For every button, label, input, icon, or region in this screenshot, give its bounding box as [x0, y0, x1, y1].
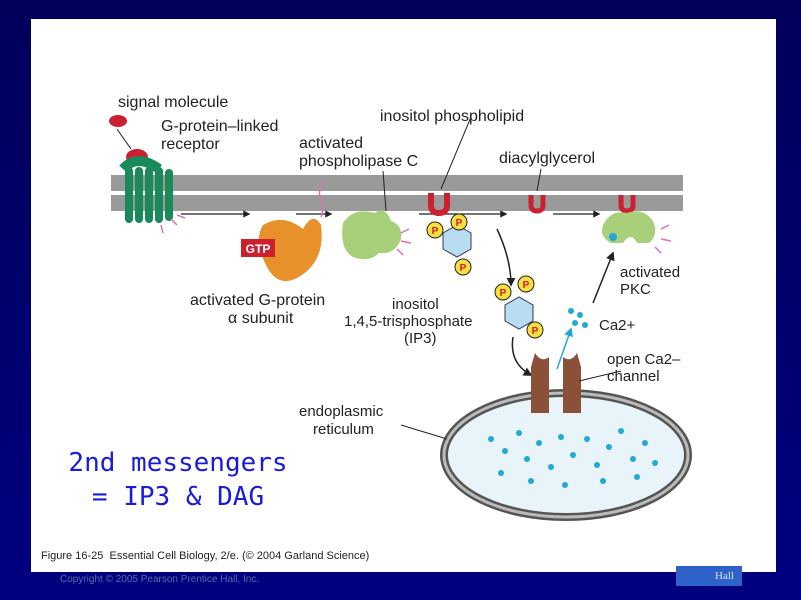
g-protein-receptor-label-line1: G-protein–linked — [161, 118, 279, 135]
activated-g-protein-label-line2: α subunit — [228, 310, 294, 327]
diacylglycerol-icon — [528, 168, 546, 214]
copyright-text: Copyright © 2005 Pearson Prentice Hall, … — [60, 574, 260, 585]
phosphate-label: P — [523, 280, 530, 291]
calcium-channel-icon — [531, 327, 622, 413]
gtp-label: GTP — [246, 242, 271, 256]
activated-pkc-label-line2: PKC — [620, 281, 651, 298]
er-label-line2: reticulum — [313, 421, 374, 438]
figure-caption: Figure 16-25 Essential Cell Biology, 2/e… — [41, 550, 370, 562]
figure-panel: GTP P P P P P — [31, 19, 776, 572]
open-channel-label-line1: open Ca2– — [607, 351, 681, 368]
phospholipase-c-icon — [342, 170, 412, 260]
signal-molecule-label: signal molecule — [118, 94, 229, 111]
note-line1: 2nd messengers — [68, 448, 288, 478]
phosphate-label: P — [500, 288, 507, 299]
inositol-phospholipid-label: inositol phospholipid — [380, 108, 525, 125]
activated-g-protein-label-line1: activated G-protein — [190, 292, 326, 309]
open-channel-label-line2: channel — [607, 368, 660, 385]
membrane-outer — [111, 175, 683, 191]
calcium-ions — [568, 308, 588, 328]
publisher-logo: Hall — [676, 566, 742, 586]
diacylglycerol-label: diacylglycerol — [499, 150, 596, 167]
inositol-phospholipid-icon: P P P — [426, 116, 472, 276]
activated-pkc-label-line1: activated — [620, 264, 681, 281]
membrane-inner — [111, 195, 683, 211]
signaling-diagram: GTP P P P P P — [109, 115, 692, 521]
second-messengers-note: 2nd messengers = IP3 & DAG — [58, 446, 298, 514]
pkc-icon — [602, 195, 672, 254]
note-line2: = IP3 & DAG — [91, 482, 265, 512]
activated-plc-label-line2: phospholipase C — [299, 153, 419, 170]
signal-molecule-icon — [109, 115, 127, 127]
calcium-label: Ca2+ — [599, 317, 636, 334]
ip3-icon: P P P — [494, 275, 544, 339]
ip3-label-line3: (IP3) — [404, 330, 437, 347]
phosphate-label: P — [532, 326, 539, 337]
g-protein-receptor-icon — [119, 149, 186, 234]
phosphate-label: P — [460, 263, 467, 274]
phosphate-label: P — [456, 218, 463, 229]
activated-plc-label-line1: activated — [299, 135, 364, 152]
ip3-label-line1: inositol — [392, 296, 439, 313]
g-protein-receptor-label-line2: receptor — [161, 136, 220, 153]
phosphate-label: P — [432, 226, 439, 237]
er-label-line1: endoplasmic — [299, 403, 384, 420]
g-protein-alpha-icon: GTP — [241, 182, 324, 282]
ip3-label-line2: 1,4,5-trisphosphate — [344, 313, 473, 330]
